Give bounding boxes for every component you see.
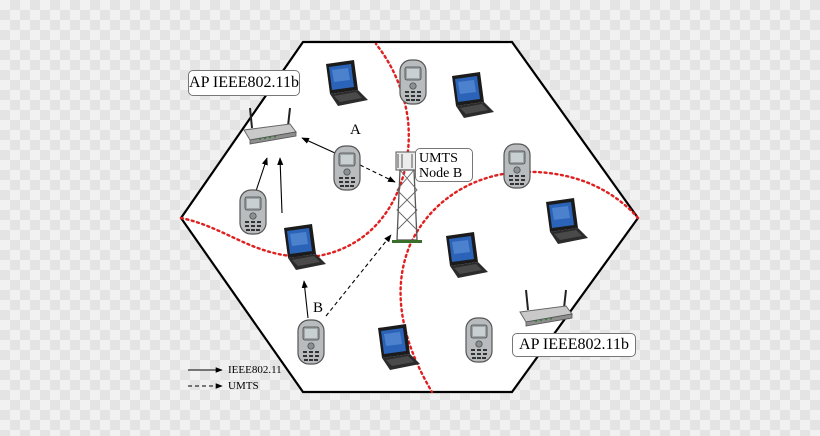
umts-node-b-label: UMTS Node B — [415, 148, 473, 182]
access-point-top-label: AP IEEE802.11b — [188, 70, 300, 96]
links — [255, 137, 396, 319]
phone-icon — [503, 143, 531, 189]
coverage-arc-top-left-ap — [179, 42, 410, 258]
phone-icon — [465, 317, 493, 363]
umts-tower-icon — [392, 151, 422, 243]
link-laptop-to-ap — [277, 157, 284, 214]
coverage-arc-bottom-ap — [399, 170, 640, 394]
phone-icon — [333, 145, 361, 191]
access-point-bottom-label: AP IEEE802.11b — [512, 333, 636, 357]
link-phone-left-to-ap — [255, 157, 268, 192]
phone-icon — [239, 189, 267, 235]
link-phone-a-to-ap — [301, 137, 336, 154]
umts-label-line1: UMTS — [419, 151, 458, 166]
phone-icon — [297, 319, 325, 365]
legend-umts-label: UMTS — [228, 380, 259, 392]
path-a-label: A — [350, 122, 361, 138]
coverage-arcs — [179, 42, 640, 394]
link-phone-b-to-nodeb — [325, 234, 392, 317]
legend-ieee-label: IEEE802.11 — [228, 364, 282, 376]
legend-lines — [188, 367, 223, 389]
path-b-label: B — [313, 300, 324, 316]
link-phone-b-to-laptop — [301, 280, 309, 319]
phone-icon — [399, 59, 427, 105]
umts-label-line2: Node B — [419, 166, 463, 181]
